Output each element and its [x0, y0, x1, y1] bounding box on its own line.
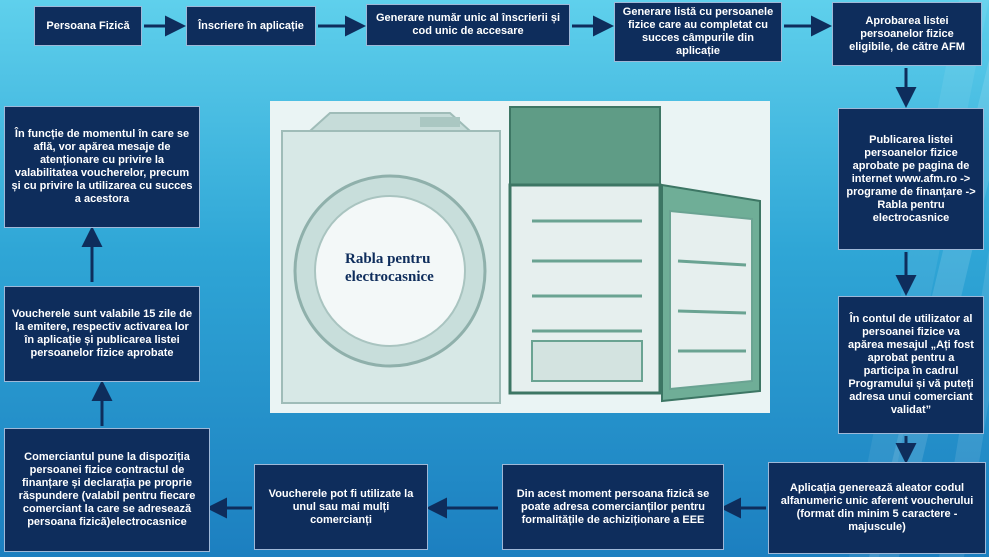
step-aprobare-afm: Aprobarea listei persoanelor fizice elig… — [832, 2, 982, 66]
step-vouchere-utilizate: Voucherele pot fi utilizate la unul sau … — [254, 464, 428, 550]
step-mesaj-aprobat: În contul de utilizator al persoanei fiz… — [838, 296, 984, 434]
step-persoana-fizica: Persoana Fizică — [34, 6, 142, 46]
step-cod-voucher: Aplicația generează aleator codul alfanu… — [768, 462, 986, 554]
step-contract-finantare: Comerciantul pune la dispoziția persoane… — [4, 428, 210, 552]
step-generare-numar-unic: Generare număr unic al înscrierii și cod… — [366, 4, 570, 46]
step-generare-lista: Generare listă cu persoanele fizice care… — [614, 2, 782, 62]
step-valabilitate-15-zile: Voucherele sunt valabile 15 zile de la e… — [4, 286, 200, 382]
step-adresare-comercianti: Din acest moment persoana fizică se poat… — [502, 464, 724, 550]
step-inscriere-aplicatie: Înscriere în aplicație — [186, 6, 316, 46]
washer-fridge-drawing — [270, 101, 770, 413]
step-publicare-lista: Publicarea listei persoanelor fizice apr… — [838, 108, 984, 250]
appliances-illustration — [270, 101, 770, 413]
illustration-caption: Rabla pentru electrocasnice — [345, 251, 434, 285]
step-mesaje-atentionare: În funcție de momentul în care se află, … — [4, 106, 200, 228]
